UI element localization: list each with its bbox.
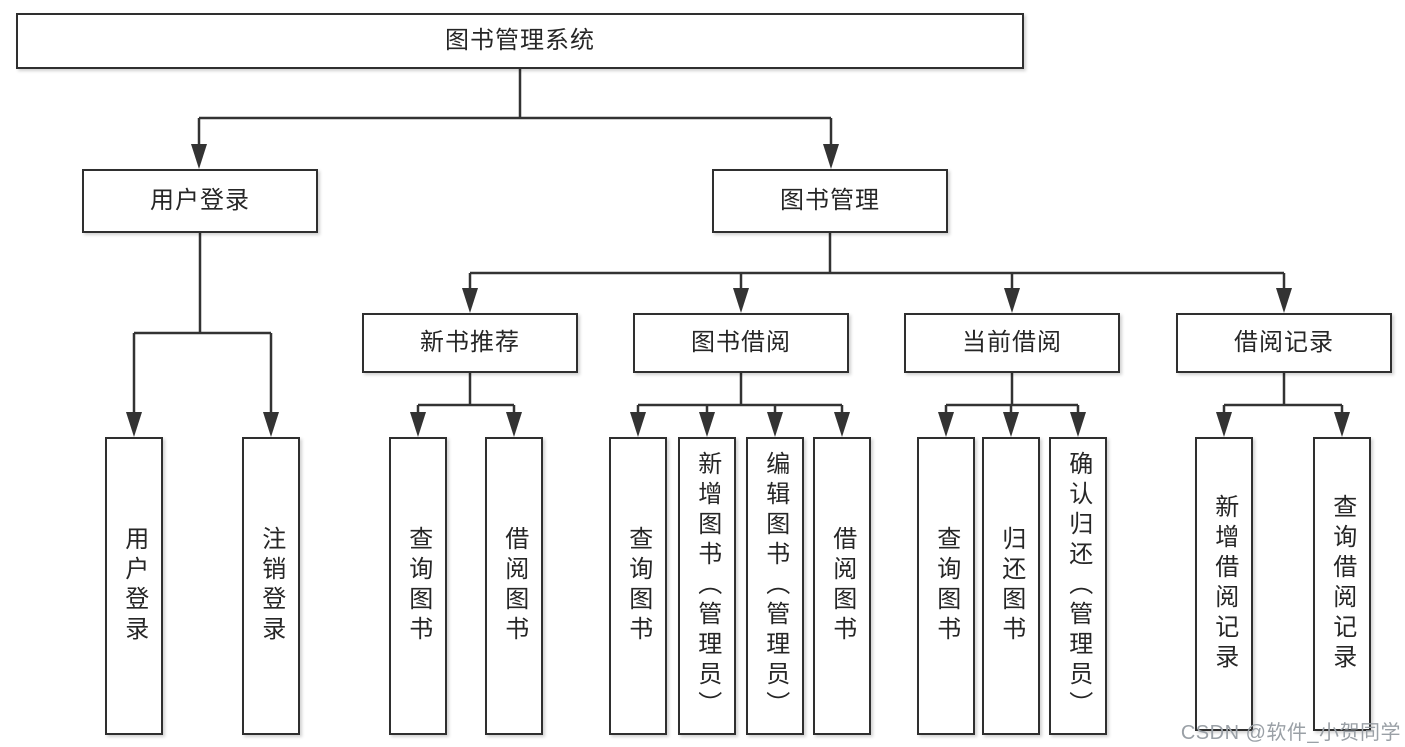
node-book-management: 图书管理 (712, 169, 948, 233)
node-label: 查询借阅记录 (1328, 494, 1356, 674)
node-label: 查询图书 (932, 526, 960, 646)
arrowhead (1276, 288, 1292, 313)
node-book-borrow: 图书借阅 (633, 313, 849, 373)
node-leaf-user-login: 用户登录 (105, 437, 163, 735)
connector-root-to-level2 (191, 69, 839, 169)
node-label: 新增借阅记录 (1210, 494, 1238, 674)
node-leaf-nb-query-books: 查询图书 (389, 437, 447, 735)
node-leaf-cb-confirm-return-admin: 确认归还（管理员） (1049, 437, 1107, 735)
arrowhead (699, 412, 715, 437)
node-root: 图书管理系统 (16, 13, 1024, 69)
node-label: 图书管理系统 (445, 26, 595, 54)
arrowhead (263, 412, 279, 437)
connector-book-borrow-children (630, 373, 850, 437)
node-label: 借阅记录 (1234, 328, 1334, 356)
node-new-book-recommend: 新书推荐 (362, 313, 578, 373)
arrowhead (834, 412, 850, 437)
node-leaf-cb-return-books: 归还图书 (982, 437, 1040, 735)
node-leaf-bb-borrow-books: 借阅图书 (813, 437, 871, 735)
connector-user-login-children (126, 233, 279, 437)
node-label: 图书借阅 (691, 328, 791, 356)
node-leaf-bb-edit-books-admin: 编辑图书（管理员） (746, 437, 804, 735)
node-leaf-cb-query-books: 查询图书 (917, 437, 975, 735)
node-label: 新书推荐 (420, 328, 520, 356)
node-label: 编辑图书（管理员） (761, 451, 789, 721)
node-label: 归还图书 (997, 526, 1025, 646)
node-label: 确认归还（管理员） (1064, 451, 1092, 721)
node-leaf-bb-add-books-admin: 新增图书（管理员） (678, 437, 736, 735)
node-label: 用户登录 (150, 186, 250, 214)
node-label: 用户登录 (120, 526, 148, 646)
arrowhead (1004, 288, 1020, 313)
node-leaf-bb-query-books: 查询图书 (609, 437, 667, 735)
arrowhead (938, 412, 954, 437)
arrowhead (506, 412, 522, 437)
connector-book-management-children (462, 233, 1292, 313)
arrowhead (462, 288, 478, 313)
node-user-login: 用户登录 (82, 169, 318, 233)
node-current-borrow: 当前借阅 (904, 313, 1120, 373)
node-borrow-records: 借阅记录 (1176, 313, 1392, 373)
node-label: 当前借阅 (962, 328, 1062, 356)
node-label: 图书管理 (780, 186, 880, 214)
arrowhead (126, 412, 142, 437)
node-label: 查询图书 (404, 526, 432, 646)
csdn-watermark: CSDN @软件_小贺同学 (1180, 722, 1401, 744)
node-label: 借阅图书 (500, 526, 528, 646)
node-label: 查询图书 (624, 526, 652, 646)
arrowhead (410, 412, 426, 437)
arrowhead (733, 288, 749, 313)
arrowhead (630, 412, 646, 437)
node-label: 注销登录 (257, 526, 285, 646)
arrowhead (823, 144, 839, 169)
arrowhead (191, 144, 207, 169)
node-label: 借阅图书 (828, 526, 856, 646)
connector-new-book-children (410, 373, 522, 437)
connector-current-borrow-children (938, 373, 1086, 437)
node-leaf-br-add-record: 新增借阅记录 (1195, 437, 1253, 731)
connector-borrow-records-children (1216, 373, 1350, 437)
arrowhead (1003, 412, 1019, 437)
arrowhead (1216, 412, 1232, 437)
arrowhead (767, 412, 783, 437)
arrowhead (1070, 412, 1086, 437)
node-leaf-nb-borrow-books: 借阅图书 (485, 437, 543, 735)
arrowhead (1334, 412, 1350, 437)
node-leaf-br-query-record: 查询借阅记录 (1313, 437, 1371, 731)
node-leaf-logout: 注销登录 (242, 437, 300, 735)
node-label: 新增图书（管理员） (693, 451, 721, 721)
